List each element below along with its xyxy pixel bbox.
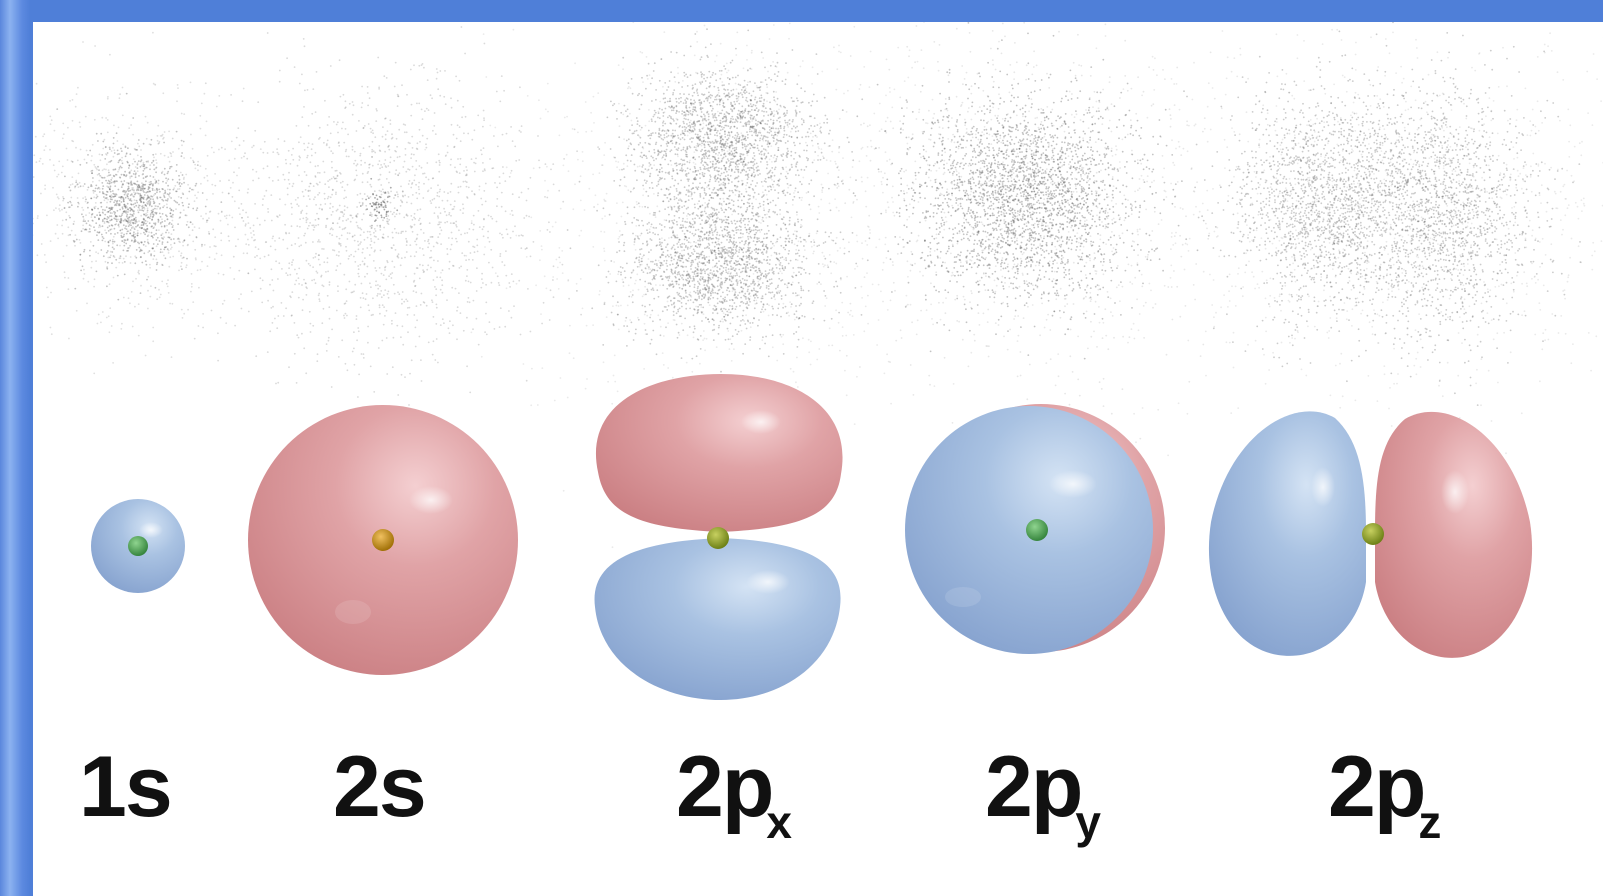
orbital-2s-surface: [248, 405, 518, 675]
orbital-2pz-surface: [1208, 411, 1533, 658]
label-1s: 1s: [79, 739, 173, 835]
orbital-2py-surface: [905, 404, 1165, 654]
nucleus-2pz: [1362, 523, 1384, 545]
orbital-1s-surface: [91, 499, 185, 593]
label-2py: 2py: [985, 739, 1101, 848]
nucleus-1s: [128, 536, 148, 556]
electron-density-clouds: [33, 22, 1603, 549]
nucleus-2px: [707, 527, 729, 549]
label-2pz: 2pz: [1328, 739, 1442, 848]
orbital-illustration: [33, 22, 1603, 700]
nucleus-2s: [372, 529, 394, 551]
orbital-2px-surface: [594, 374, 843, 700]
label-2px: 2px: [676, 739, 792, 848]
label-2s: 2s: [333, 739, 427, 835]
orbital-diagram-panel: 1s 2s 2px 2py 2pz: [33, 22, 1603, 896]
nucleus-2py: [1026, 519, 1048, 541]
